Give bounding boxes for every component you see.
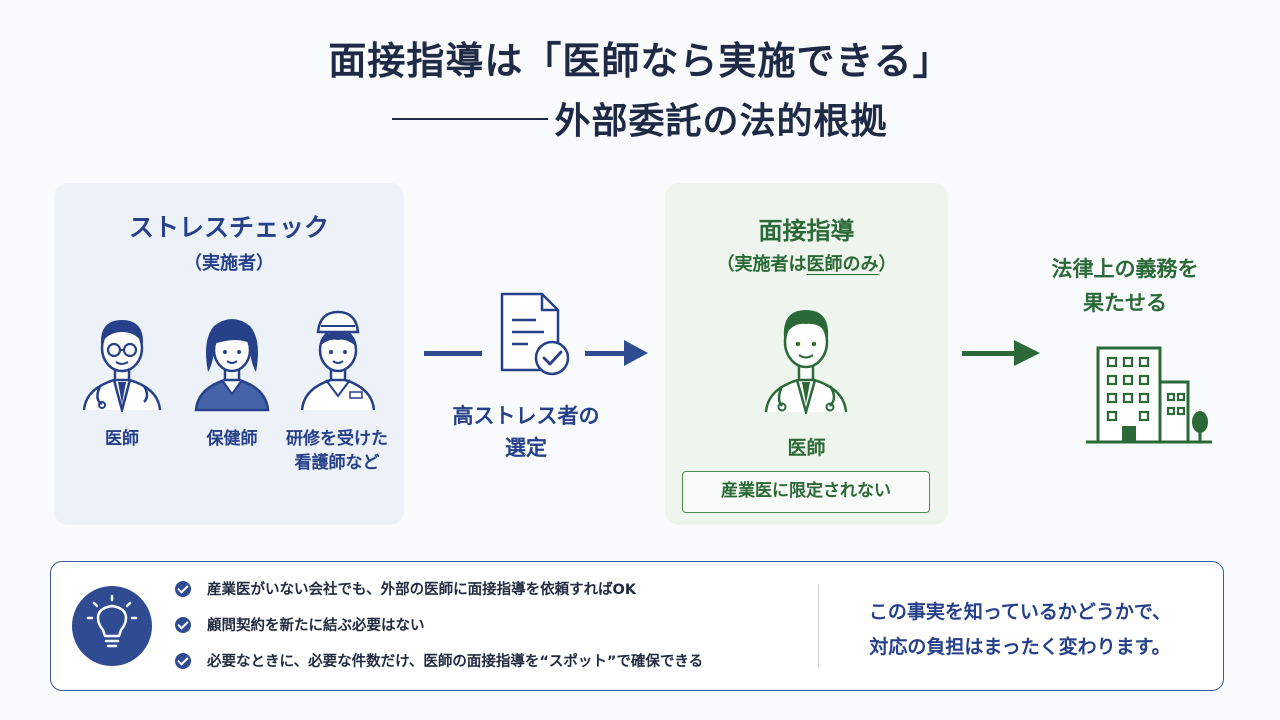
subtitle-text: 外部委託の法的根拠 [554,101,888,142]
key-point-3-text: 必要なときに、必要な件数だけ、医師の面接指導を“スポット”で確保できる [207,654,704,670]
em-dash [392,118,471,120]
interview-subtitle-prefix: （実施者は [716,254,807,275]
person-label-nurse: 研修を受けた 看護師など [280,427,394,475]
key-points-box [50,561,1224,691]
office-building-icon [1086,346,1212,444]
divider [818,585,819,667]
outcome-line [962,351,1016,356]
person-label-doctor: 医師 [105,429,139,449]
interview-subtitle-emphasis: 医師のみ [806,254,879,275]
key-point-2-text: 顧問契約を新たに結ぶ必要はない [207,618,425,634]
public-health-nurse-icon [194,319,270,412]
lightbulb-icon [86,594,138,648]
person-label-nurse-line1: 研修を受けた [286,429,388,449]
selection-line1: 高ストレス者の [452,404,600,428]
flow-arrowhead [624,340,648,366]
stress-check-title: ストレスチェック [128,213,329,242]
selection-label: 高ストレス者の 選定 [430,400,622,464]
document-check-icon [500,292,570,376]
interview-subtitle: （実施者は医師のみ） [665,250,948,276]
interview-subtitle-suffix: ） [878,254,897,275]
selection-line2: 選定 [505,436,547,460]
interview-person-label: 医師 [787,437,826,459]
person-label-nurse-line2: 看護師など [294,453,380,473]
person-label-public-health-nurse: 保健師 [206,429,258,449]
outcome-line1: 法律上の義務を [1051,257,1199,281]
check-icon [175,581,191,597]
doctor-icon [764,310,848,414]
check-icon [175,653,191,669]
stress-check-subtitle: （実施者） [184,253,274,274]
key-point-1: 産業医がいない会社でも、外部の医師に面接指導を依頼すればOK [175,579,636,601]
interview-title: 面接指導 [758,217,855,245]
em-dash [470,118,549,120]
flow-line-right [585,351,625,356]
key-point-3: 必要なときに、必要な件数だけ、医師の面接指導を“スポット”で確保できる [175,651,703,673]
nurse-icon [300,310,376,411]
lightbulb-badge [72,586,152,666]
closing-note-line2: 対応の負担はまったく変わります。 [869,636,1171,658]
outcome-line2: 果たせる [1083,291,1167,315]
flow-line-left [424,351,482,356]
check-icon [175,617,191,633]
page-subtitle: 外部委託の法的根拠 [0,92,1280,144]
key-point-2: 顧問契約を新たに結ぶ必要はない [175,615,425,637]
not-limited-badge: 産業医に限定されない [682,471,930,513]
closing-note-line1: この事実を知っているかどうかで、 [868,601,1172,623]
outcome-label: 法律上の義務を 果たせる [1025,252,1225,320]
key-point-1-text: 産業医がいない会社でも、外部の医師に面接指導を依頼すればOK [207,582,637,598]
doctor-glasses-icon [82,320,162,412]
outcome-arrowhead [1014,340,1040,366]
page-title: 面接指導は「医師なら実施できる」 [328,39,952,83]
